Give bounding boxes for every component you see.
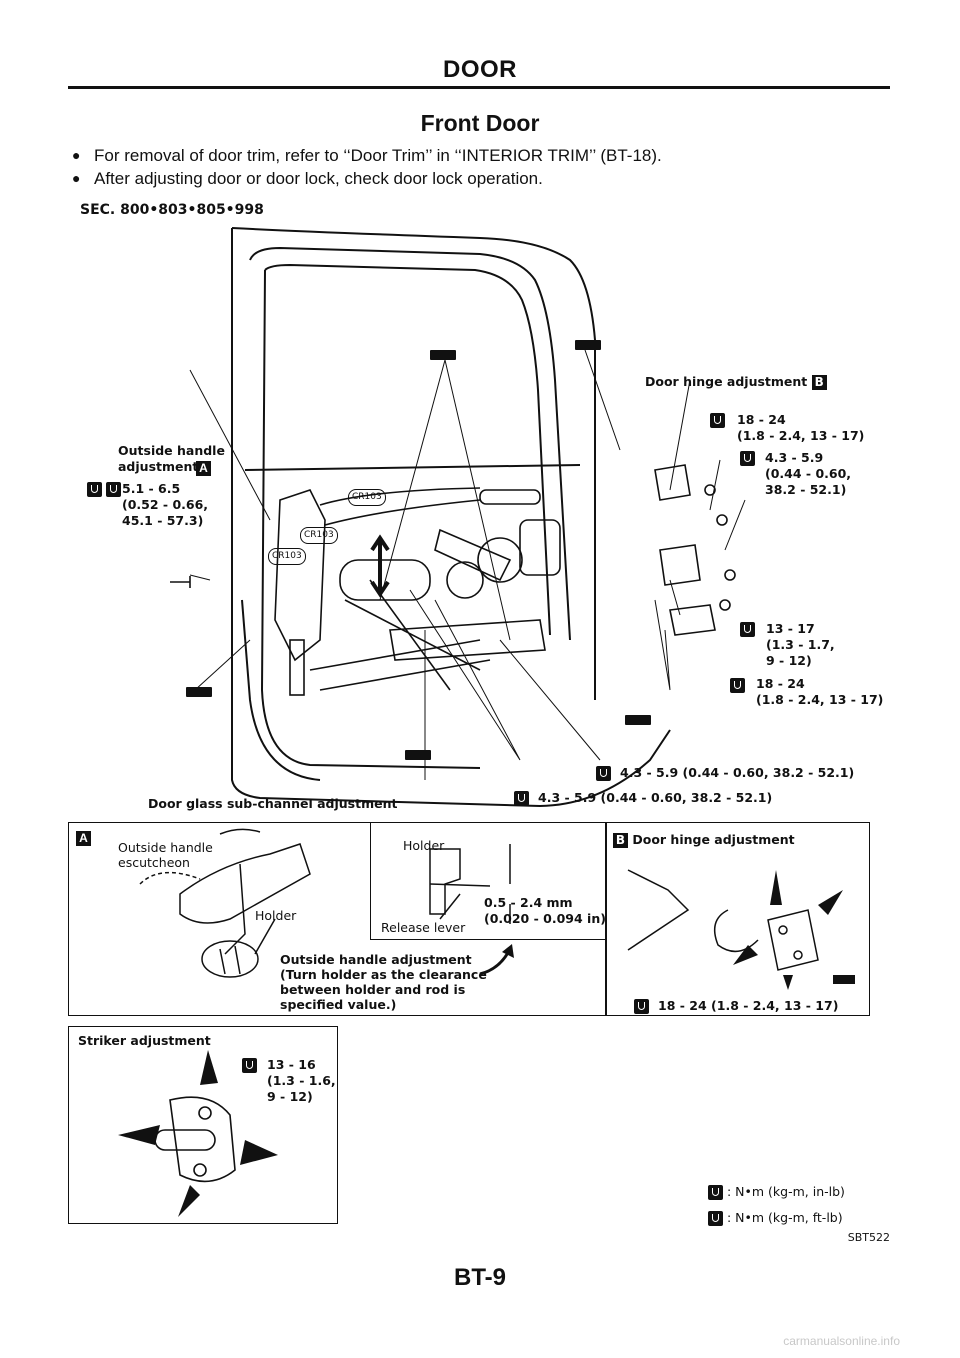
upper-hinge xyxy=(654,464,691,501)
legend-in-lb: : N•m (kg-m, in-lb) xyxy=(708,1184,845,1200)
lower-sash xyxy=(389,619,546,661)
cr103-label: CR103 xyxy=(300,527,338,544)
glass-adjust-arrow xyxy=(370,534,390,598)
striker-box xyxy=(68,1026,338,1224)
door-lock xyxy=(274,489,326,662)
cr103-label: CR103 xyxy=(268,548,306,565)
torque-ft-icon xyxy=(710,413,725,429)
detail-a-drawing xyxy=(139,828,514,978)
clearance-label: 0.5 - 2.4 mm (0.020 - 0.094 in) xyxy=(484,895,606,926)
striker-drawing xyxy=(118,1050,278,1217)
letter-a-icon: A xyxy=(76,831,91,847)
section-title: DOOR xyxy=(443,56,517,83)
seal-icon xyxy=(430,350,456,360)
escutcheon-label: Outside handle escutcheon xyxy=(118,840,213,870)
door-exploded-diagram xyxy=(170,227,746,808)
torque-in-icon xyxy=(596,766,611,782)
torque-ft-icon xyxy=(634,999,649,1015)
escutcheon-shape xyxy=(179,843,311,924)
regulator-motor xyxy=(477,537,523,583)
holder-detail xyxy=(201,940,259,978)
holder-inset xyxy=(429,848,461,915)
torque-ft-icon xyxy=(740,622,755,638)
torque-callout: 4.3 - 5.9 (0.44 - 0.60, 38.2 - 52.1) xyxy=(765,450,852,497)
hinge-torque: 18 - 24 (1.8 - 2.4, 13 - 17) xyxy=(658,998,839,1013)
torque-callout: 18 - 24 (1.8 - 2.4, 13 - 17) xyxy=(756,676,884,707)
torque-callout: 5.1 - 6.5 (0.52 - 0.66, 45.1 - 57.3) xyxy=(122,481,209,528)
seal-icon xyxy=(833,975,855,984)
striker-torque: 13 - 16 (1.3 - 1.6, 9 - 12) xyxy=(267,1057,336,1104)
window-frame xyxy=(249,246,571,641)
hinge-cutout xyxy=(713,909,759,953)
seal-icon xyxy=(405,750,431,760)
striker-loop xyxy=(154,1129,216,1151)
seal-icon xyxy=(575,340,601,350)
bullet-item: ●After adjusting door or door lock, chec… xyxy=(72,169,543,188)
mid-hinge xyxy=(659,544,701,586)
door-frame-outline xyxy=(231,228,671,808)
striker-plate xyxy=(169,1096,236,1183)
letter-b-icon: B xyxy=(613,833,628,848)
detail-a-inset xyxy=(370,822,606,940)
lower-hinge xyxy=(669,604,716,636)
bullet-list: ●For removal of door trim, refer to ‘‘Do… xyxy=(72,144,662,190)
cr103-label: CR103 xyxy=(348,489,386,506)
torque-ft-icon xyxy=(730,678,745,694)
page-number: BT-9 xyxy=(453,1264,506,1291)
outside-handle xyxy=(479,489,541,505)
door-hinge-adjustment-callout: Door hinge adjustment B xyxy=(645,374,827,390)
detail-b-title: B Door hinge adjustment xyxy=(613,832,795,848)
header-rule xyxy=(68,86,890,89)
detail-b-box xyxy=(606,822,870,1016)
regulator-gear xyxy=(434,528,512,582)
bullet-icon: ● xyxy=(72,170,81,186)
hinge-detail-drawing xyxy=(627,869,855,990)
torque-in-icon xyxy=(708,1185,723,1200)
footer-watermark: carmanualsonline.info xyxy=(783,1334,900,1348)
holder-label: Holder xyxy=(255,908,297,923)
outside-handle-note: Outside handle adjustment (Turn holder a… xyxy=(280,952,487,1012)
seal-icon xyxy=(186,687,212,697)
sub-channel-callout: Door glass sub-channel adjustment xyxy=(148,796,398,811)
hinge-plate xyxy=(767,909,819,971)
regulator-arms xyxy=(309,579,491,691)
torque-callout: 13 - 17 (1.3 - 1.7, 9 - 12) xyxy=(766,621,835,668)
release-lever-label: Release lever xyxy=(381,920,466,935)
bullet-item: ●For removal of door trim, refer to ‘‘Do… xyxy=(72,146,662,165)
seal-icon xyxy=(625,715,651,725)
letter-a-icon: A xyxy=(196,461,211,477)
torque-in-icon xyxy=(514,791,529,807)
torque-ft-icon xyxy=(242,1058,257,1074)
striker-title: Striker adjustment xyxy=(78,1033,211,1048)
letter-b-icon: B xyxy=(811,375,827,390)
bullet-icon: ● xyxy=(72,147,81,163)
torque-callout: 18 - 24 (1.8 - 2.4, 13 - 17) xyxy=(737,412,865,443)
handle-bolt xyxy=(170,576,191,588)
sec-code: SEC. 800•803•805•998 xyxy=(80,202,264,218)
torque-callout: 4.3 - 5.9 (0.44 - 0.60, 38.2 - 52.1) xyxy=(620,765,855,780)
torque-in-icon xyxy=(740,451,755,467)
torque-in-icon xyxy=(106,482,122,498)
figure-code: SBT522 xyxy=(847,1231,890,1244)
torque-callout: 4.3 - 5.9 (0.44 - 0.60, 38.2 - 52.1) xyxy=(538,790,773,805)
legend-ft-lb: : N•m (kg-m, ft-lb) xyxy=(708,1210,843,1226)
torque-ft-icon xyxy=(708,1211,723,1226)
page-title: Front Door xyxy=(420,110,540,136)
seal-x-icon xyxy=(87,482,102,498)
outside-handle-callout: Outside handle adjustment xyxy=(118,443,225,474)
